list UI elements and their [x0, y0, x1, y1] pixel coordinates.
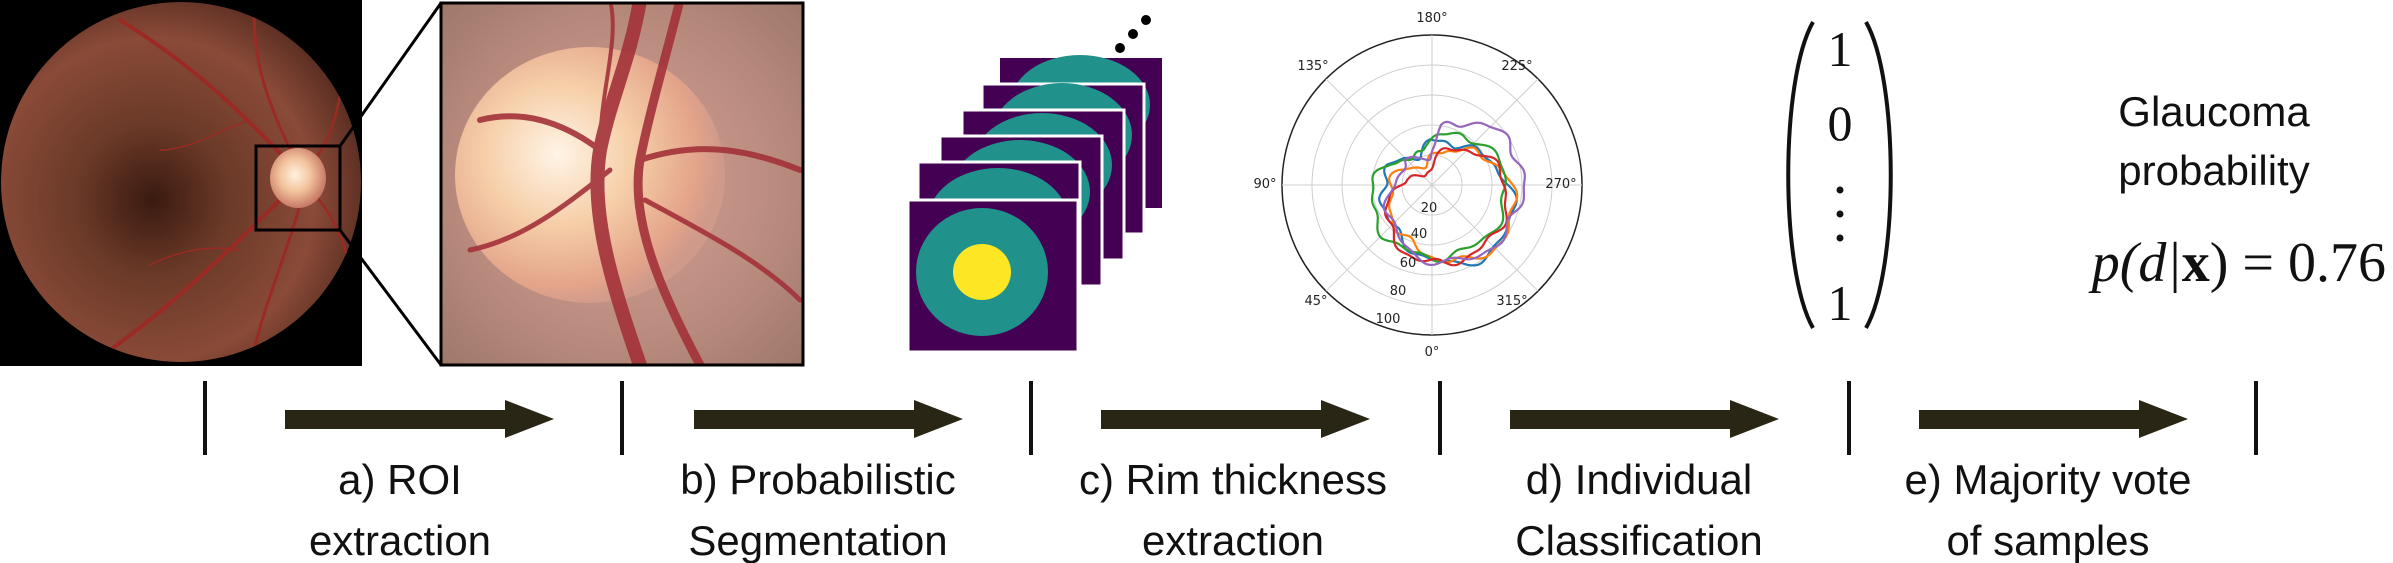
result-title-line1: Glaucoma	[2118, 88, 2310, 135]
roi-crop-image	[439, 1, 805, 367]
arrow-e	[1919, 400, 2188, 438]
class-vector: 1 0 1	[1786, 21, 1893, 331]
step-d-line1: d) Individual	[1526, 456, 1752, 503]
angle-label-315: 315°	[1496, 294, 1527, 309]
zoom-line-bottom	[338, 229, 443, 366]
angle-label-270: 270°	[1545, 177, 1576, 192]
ellipsis-dot	[1141, 15, 1151, 25]
ellipsis-dot	[1128, 29, 1138, 39]
step-e-line1: e) Majority vote	[1904, 456, 2191, 503]
radial-label-100: 100	[1376, 312, 1401, 327]
vector-entry-last: 1	[1828, 275, 1853, 331]
angle-label-180: 180°	[1416, 11, 1447, 26]
stage-tick	[203, 381, 207, 455]
stage-tick	[2254, 381, 2258, 455]
step-b-line1: b) Probabilistic	[680, 456, 955, 503]
rim-thickness-curve	[1370, 131, 1507, 264]
step-e-line2: of samples	[1946, 517, 2149, 563]
zoom-line-top	[338, 2, 443, 147]
arrow-a	[285, 400, 554, 438]
arrow-d	[1510, 400, 1779, 438]
radial-label-20: 20	[1421, 201, 1438, 216]
angle-label-0: 0°	[1425, 345, 1440, 360]
rim-thickness-curve	[1378, 138, 1518, 267]
arrow-b	[694, 400, 963, 438]
result-title-line2: probability	[2118, 147, 2309, 194]
result-block: Glaucoma probability p(d|x) = 0.76	[2088, 88, 2386, 294]
step-c-line2: extraction	[1142, 517, 1324, 563]
angle-label-225: 225°	[1501, 59, 1532, 74]
stage-tick	[620, 381, 624, 455]
vdots	[1836, 186, 1844, 194]
vector-entry-1: 1	[1828, 21, 1853, 77]
probability-formula: p(d|x) = 0.76	[2088, 232, 2386, 294]
polar-spoke	[1325, 184, 1433, 292]
fundus-image	[0, 0, 362, 366]
radial-label-80: 80	[1390, 284, 1407, 299]
segmentation-sample-front	[906, 198, 1080, 354]
vector-entry-2: 0	[1828, 95, 1853, 151]
angle-label-135: 135°	[1297, 59, 1328, 74]
right-paren	[1864, 21, 1893, 329]
ellipsis-dot	[1115, 43, 1125, 53]
step-c-line1: c) Rim thickness	[1079, 456, 1387, 503]
optic-disc	[270, 148, 326, 208]
radial-label-60: 60	[1400, 256, 1417, 271]
stage-tick	[1029, 381, 1033, 455]
polar-series	[1370, 120, 1526, 267]
vdots	[1836, 234, 1844, 242]
cup-region	[953, 244, 1011, 300]
polar-spoke	[1431, 78, 1539, 186]
step-d-line2: Classification	[1515, 517, 1762, 563]
rim-thickness-curve	[1382, 120, 1526, 267]
polar-grid	[1281, 34, 1583, 336]
segmentation-stack	[906, 15, 1162, 354]
left-paren	[1786, 21, 1815, 329]
step-a-line1: a) ROI	[338, 456, 462, 503]
stage-tick	[1438, 381, 1442, 455]
step-labels: a) ROI extraction b) Probabilistic Segme…	[309, 456, 2192, 563]
radial-label-40: 40	[1411, 227, 1428, 242]
step-b-line2: Segmentation	[688, 517, 947, 563]
arrow-c	[1101, 400, 1370, 438]
step-a-line2: extraction	[309, 517, 491, 563]
polar-rim-plot: 180° 225° 270° 315° 0° 45° 90° 135° 20 4…	[1253, 11, 1583, 360]
pipeline-axis	[203, 381, 2258, 455]
rim-thickness-curve	[1383, 147, 1508, 267]
angle-label-45: 45°	[1304, 294, 1327, 309]
rim-thickness-curve	[1388, 146, 1519, 264]
angle-label-90: 90°	[1253, 177, 1276, 192]
roi-box	[254, 144, 342, 232]
vdots	[1836, 210, 1844, 218]
stage-tick	[1847, 381, 1851, 455]
